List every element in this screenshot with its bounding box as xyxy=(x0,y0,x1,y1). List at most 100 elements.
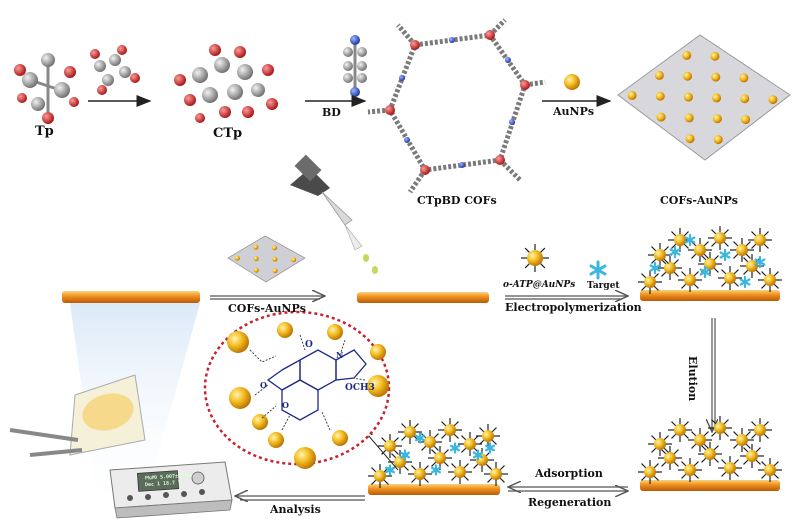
bare-electrode xyxy=(62,291,200,303)
ligand-chain xyxy=(711,419,717,425)
gold-nanoparticle xyxy=(724,272,736,284)
ligand-chain xyxy=(773,461,779,467)
ligand-chain xyxy=(713,457,719,463)
gold-nanoparticle xyxy=(694,434,706,446)
ligand-chain xyxy=(663,246,669,252)
ring-bond xyxy=(335,349,367,381)
gold-nanoparticle xyxy=(291,257,297,263)
gold-nanoparticle xyxy=(712,114,722,124)
mip-film-with-template xyxy=(638,226,782,294)
ligand-chain xyxy=(751,243,757,249)
ligand-chain xyxy=(763,243,769,249)
ligand-chain xyxy=(723,431,729,437)
ligand-chain xyxy=(733,459,739,465)
gold-nanoparticle xyxy=(711,72,721,82)
target-molecule xyxy=(399,451,411,459)
ligand-chain xyxy=(479,427,485,433)
ligand-chain xyxy=(683,433,689,439)
ligand-chain xyxy=(703,241,709,247)
gold-nanoparticle xyxy=(714,422,726,434)
ligand-chain xyxy=(433,433,439,439)
label-elution: Elution xyxy=(686,356,699,402)
ligand-chain xyxy=(721,281,727,287)
gold-nanoparticle xyxy=(768,95,778,105)
cof-atoms xyxy=(385,30,530,175)
ligand-chain xyxy=(703,253,709,259)
ligand-chain xyxy=(751,231,757,237)
ligand-chain xyxy=(411,477,417,483)
gold-nanoparticle xyxy=(234,255,240,261)
ligand-chain xyxy=(693,271,699,277)
mip-electrode xyxy=(640,290,780,301)
label-cofs-aunps-top: COFs-AuNPs xyxy=(660,194,738,207)
label-ring-o2: O xyxy=(282,400,289,410)
ligand-chain xyxy=(479,439,485,445)
gold-nanoparticle xyxy=(713,135,723,145)
ligand-chain xyxy=(763,421,769,427)
gold-nanoparticle xyxy=(746,260,758,272)
ctpbd-cof-framework xyxy=(367,18,546,194)
target-molecule xyxy=(699,268,711,276)
gold-nanoparticle xyxy=(482,430,494,442)
ligand-chain xyxy=(693,461,699,467)
ligand-chain xyxy=(743,269,749,275)
ligand-chain xyxy=(751,433,757,439)
ligand-chain xyxy=(713,255,719,261)
ligand-chain xyxy=(723,419,729,425)
o-atp-aunp-icon xyxy=(521,244,549,272)
ligand-chain xyxy=(721,471,727,477)
gold-nanoparticle xyxy=(656,112,666,122)
ligand-chain xyxy=(761,473,767,479)
ligand-chain xyxy=(540,247,546,253)
gold-nanoparticle xyxy=(268,432,284,448)
target-molecule xyxy=(739,278,751,286)
gold-nanoparticle xyxy=(277,322,293,338)
target-molecule xyxy=(414,434,426,442)
ligand-chain xyxy=(651,246,657,252)
ligand-chain xyxy=(401,435,407,441)
ligand-chain xyxy=(673,461,679,467)
ligand-chain xyxy=(433,445,439,451)
ligand-chain xyxy=(491,439,497,445)
label-cofs-aunps-arrow: COFs-AuNPs xyxy=(228,302,306,315)
target-molecule xyxy=(649,264,661,272)
ligand-chain xyxy=(371,467,377,473)
gold-nanoparticle xyxy=(746,450,758,462)
pipette xyxy=(290,154,378,274)
ligand-chain xyxy=(663,447,669,453)
gold-nanoparticle xyxy=(741,115,751,125)
ligand-chain xyxy=(671,433,677,439)
ligand-chain xyxy=(721,459,727,465)
label-target: Target xyxy=(587,281,620,291)
gold-nanoparticle xyxy=(664,262,676,274)
ligand-chain xyxy=(673,271,679,277)
target-molecule xyxy=(484,444,496,452)
ligand-chain xyxy=(713,445,719,451)
ligand-chain xyxy=(661,271,667,277)
ligand-chain xyxy=(755,269,761,275)
gold-nanoparticle xyxy=(272,256,278,262)
ligand-chain xyxy=(683,421,689,427)
ligand-chain xyxy=(663,435,669,441)
label-tp: Tp xyxy=(35,124,54,139)
ligand-chain xyxy=(773,473,779,479)
gold-nanoparticle xyxy=(712,93,722,103)
ligand-chain xyxy=(671,231,677,237)
ligand-chain xyxy=(443,449,449,455)
ligand-chain xyxy=(711,431,717,437)
hydrogen-bond xyxy=(351,377,366,381)
cofs-aunps-mini-sheet xyxy=(227,235,306,283)
ligand-chain xyxy=(681,271,687,277)
gold-nanoparticle xyxy=(294,447,316,469)
ligand-chain xyxy=(745,443,751,449)
label-aunps: AuNPs xyxy=(553,105,595,118)
target-molecule xyxy=(684,236,696,244)
gold-nanoparticle xyxy=(229,387,251,409)
ligand-chain xyxy=(381,449,387,455)
ligand-chain xyxy=(641,475,647,481)
ligand-chain xyxy=(733,431,739,437)
ring-bond xyxy=(281,379,319,421)
gold-nanoparticle xyxy=(683,92,693,102)
gold-nanoparticle xyxy=(684,464,696,476)
